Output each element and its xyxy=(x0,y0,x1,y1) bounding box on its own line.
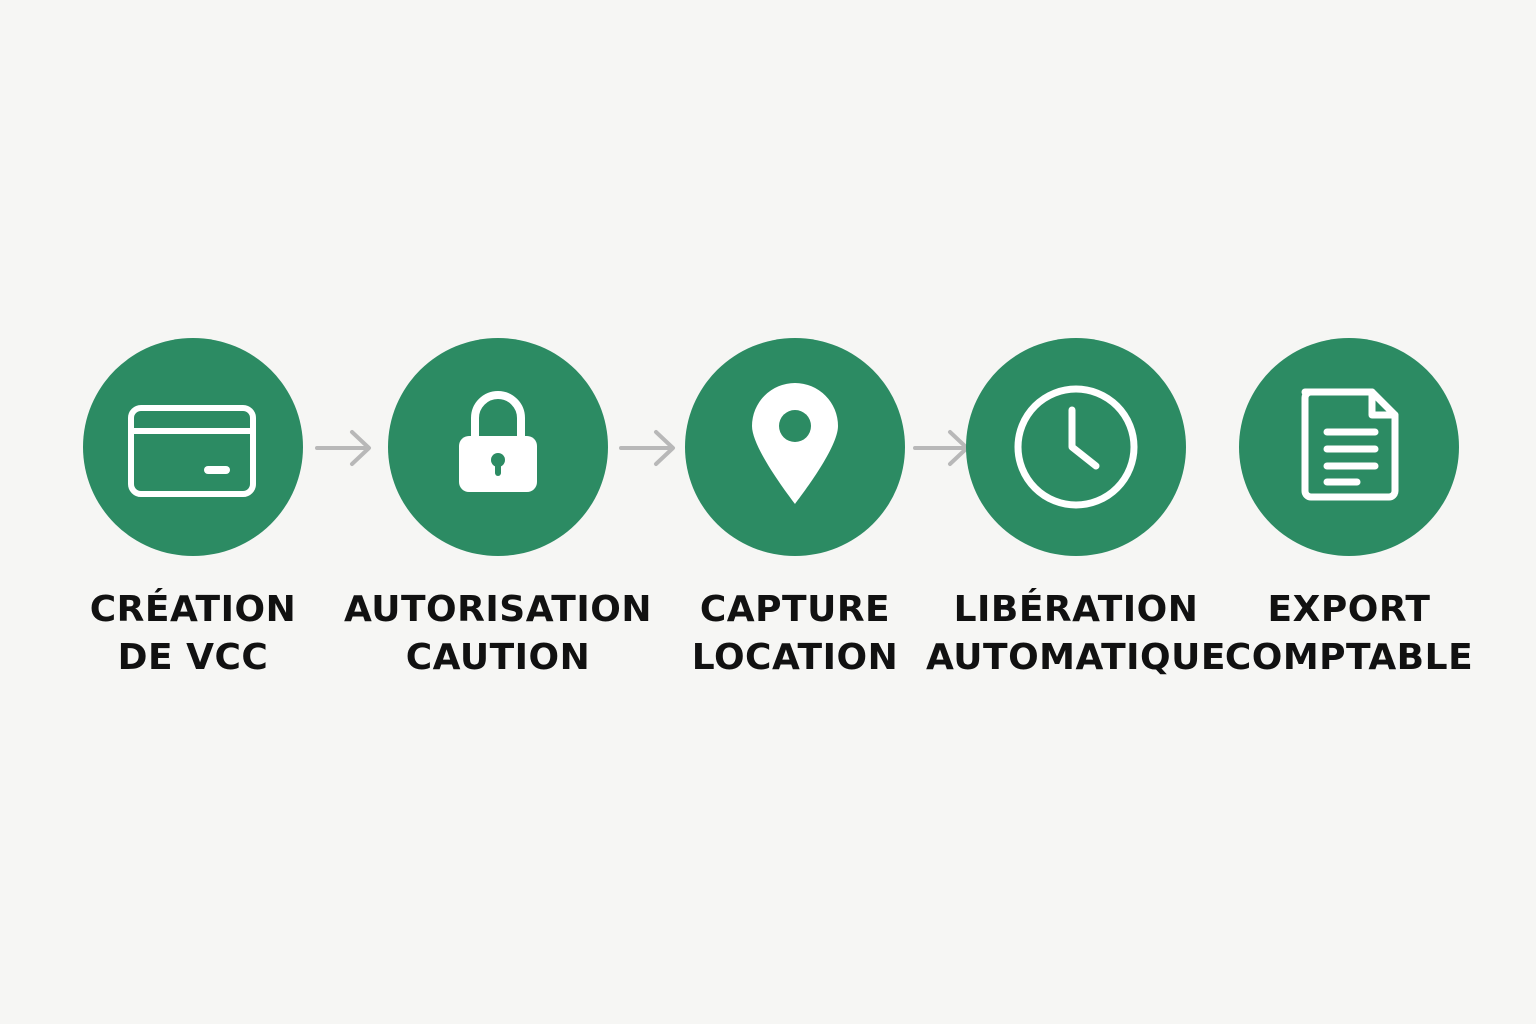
step-label: CAPTURE LOCATION xyxy=(692,586,898,682)
credit-card-icon xyxy=(128,405,256,497)
step-label-line: COMPTABLE xyxy=(1224,637,1474,678)
step-liberation-automatique: LIBÉRATION AUTOMATIQUE xyxy=(911,338,1241,682)
step-circle xyxy=(388,338,608,556)
step-label-line: LIBÉRATION xyxy=(953,589,1199,630)
step-circle xyxy=(685,338,905,556)
step-creation-vcc: CRÉATION DE VCC xyxy=(28,338,358,682)
location-pin-icon xyxy=(752,383,838,504)
step-label-line: CAUTION xyxy=(405,637,591,678)
step-label-line: CRÉATION xyxy=(89,589,297,630)
step-label: CRÉATION DE VCC xyxy=(90,586,296,682)
step-label-line: DE VCC xyxy=(117,637,269,678)
step-label: EXPORT COMPTABLE xyxy=(1225,586,1473,682)
document-icon xyxy=(1301,388,1399,501)
step-circle xyxy=(966,338,1186,556)
step-label: LIBÉRATION AUTOMATIQUE xyxy=(926,586,1226,682)
arrow-right-icon xyxy=(619,430,675,466)
step-capture-location: CAPTURE LOCATION xyxy=(630,338,960,682)
step-circle xyxy=(1239,338,1459,556)
step-label-line: LOCATION xyxy=(691,637,899,678)
step-circle xyxy=(83,338,303,556)
step-label-line: AUTORISATION xyxy=(344,589,652,630)
step-label-line: EXPORT xyxy=(1267,589,1431,630)
step-label: AUTORISATION CAUTION xyxy=(344,586,652,682)
step-export-comptable: EXPORT COMPTABLE xyxy=(1184,338,1514,682)
step-label-line: CAPTURE xyxy=(699,589,891,630)
arrow-right-icon xyxy=(315,430,371,466)
clock-icon xyxy=(1014,385,1138,509)
padlock-icon xyxy=(459,391,537,492)
step-autorisation-caution: AUTORISATION CAUTION xyxy=(333,338,663,682)
step-label-line: AUTOMATIQUE xyxy=(926,637,1226,678)
